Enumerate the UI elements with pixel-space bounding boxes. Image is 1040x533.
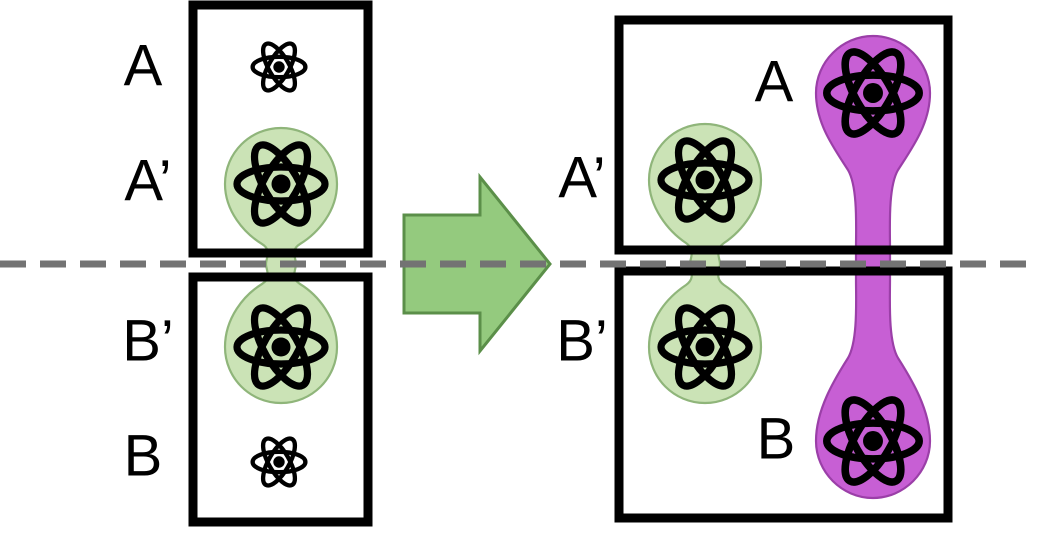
transformation-arrow (402, 172, 552, 356)
atom-B-before (253, 434, 306, 490)
cavity-box-bottom-right (614, 266, 953, 523)
label-B-after: B (757, 406, 796, 471)
label-A-before: A (124, 33, 163, 98)
cavity-box-top-right (614, 15, 953, 255)
label-B-prime-before: B’ (122, 308, 174, 373)
atom-A-before (253, 39, 306, 95)
label-B-before: B (124, 423, 163, 488)
cavity-box-top-left (188, 0, 373, 258)
label-A-prime-before: A’ (124, 148, 171, 213)
label-B-prime-after: B’ (556, 308, 608, 373)
cavity-box-bottom-left (188, 272, 373, 527)
label-A-after: A (755, 49, 794, 114)
label-A-prime-after: A’ (558, 145, 605, 210)
